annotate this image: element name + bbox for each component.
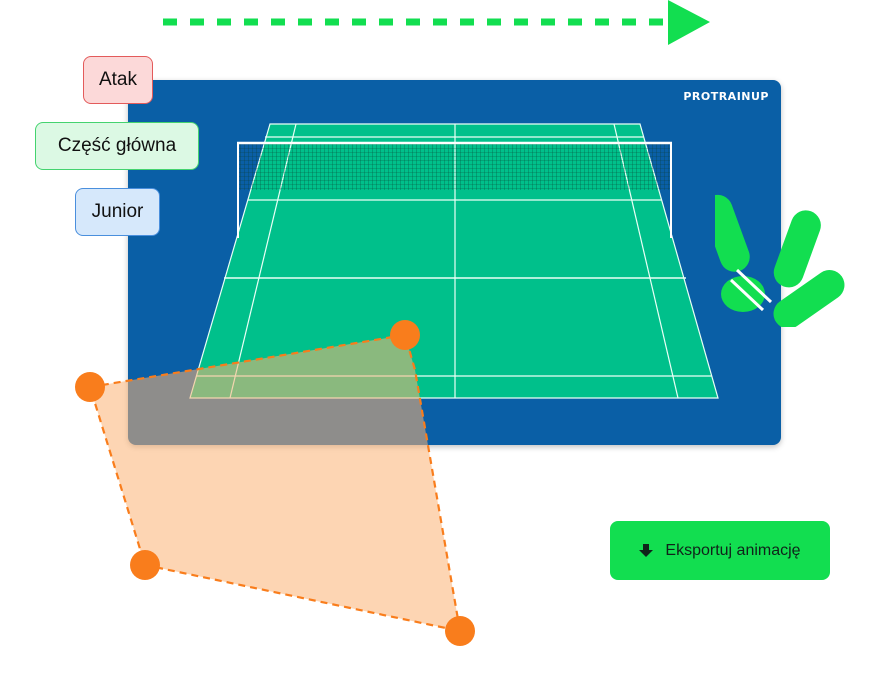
direction-arrow — [163, 0, 710, 45]
tag-atak[interactable]: Atak — [83, 56, 153, 104]
zone-handle[interactable] — [75, 372, 105, 402]
tag-czesc-glowna[interactable]: Część główna — [35, 122, 199, 170]
zone-handle[interactable] — [130, 550, 160, 580]
download-arrow-icon — [639, 543, 654, 557]
zone-handle[interactable] — [390, 320, 420, 350]
zone-handle[interactable] — [445, 616, 475, 646]
export-label: Eksportuj animację — [665, 541, 801, 559]
badminton-court — [189, 123, 719, 399]
brand-logo: PROTRAINUP — [683, 90, 769, 103]
zone-polygon — [88, 333, 462, 633]
shuttlecock-icon — [715, 194, 845, 327]
tag-junior[interactable]: Junior — [75, 188, 160, 236]
export-animation-button[interactable]: Eksportuj animację — [610, 521, 830, 580]
